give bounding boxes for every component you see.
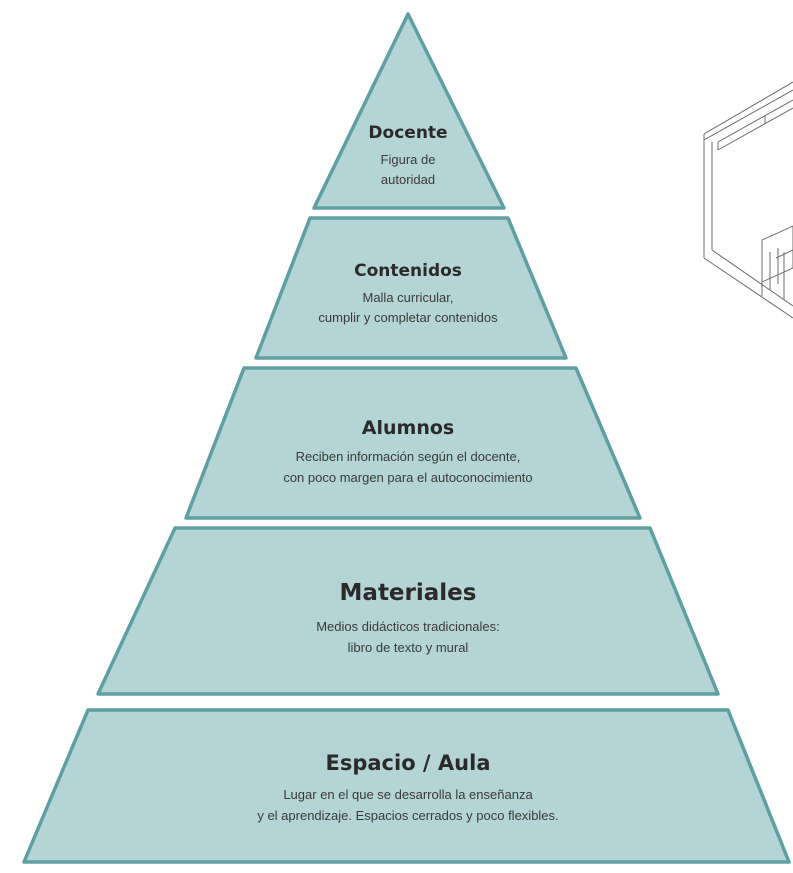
layer-description-line: libro de texto y mural: [348, 640, 469, 655]
layer-shape: [98, 528, 718, 694]
layer-description-line: con poco margen para el autoconocimiento: [283, 470, 532, 485]
layer-shape: [24, 710, 789, 862]
layer-title: Materiales: [340, 580, 477, 606]
layer-shape: [256, 218, 566, 358]
layer-description-line: Malla curricular,: [362, 290, 453, 305]
layer-description-line: Reciben información según el docente,: [296, 449, 521, 464]
layer-description-line: autoridad: [381, 172, 435, 187]
layer-shape: [186, 368, 640, 518]
layer-title: Docente: [368, 123, 447, 143]
layer-description-line: Lugar en el que se desarrolla la enseñan…: [283, 787, 533, 802]
layer-outline: [312, 12, 506, 210]
layer-outline: [254, 216, 568, 360]
layer-outline: [22, 708, 791, 864]
layer-title: Espacio / Aula: [326, 751, 491, 775]
layer-title: Contenidos: [354, 261, 462, 281]
layer-title: Alumnos: [362, 417, 454, 439]
layer-outline: [184, 366, 642, 520]
layer-shape: [314, 14, 504, 208]
layer-description-line: cumplir y completar contenidos: [318, 310, 498, 325]
classroom-sketch-icon: [703, 81, 793, 319]
layer-outline: [96, 526, 720, 696]
layer-description-line: Figura de: [381, 152, 436, 167]
layer-description-line: Medios didácticos tradicionales:: [316, 619, 500, 634]
layer-description-line: y el aprendizaje. Espacios cerrados y po…: [257, 808, 558, 823]
